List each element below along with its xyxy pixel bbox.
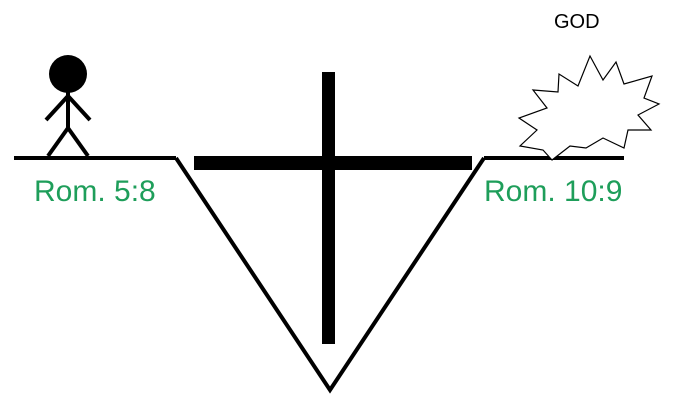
stick-figure-icon (46, 55, 90, 156)
right-verse-label: Rom. 10:9 (484, 177, 622, 207)
cross-icon (194, 72, 472, 344)
god-label: GOD (554, 12, 600, 32)
left-verse-label: Rom. 5:8 (34, 177, 156, 207)
starburst-icon (519, 56, 659, 160)
